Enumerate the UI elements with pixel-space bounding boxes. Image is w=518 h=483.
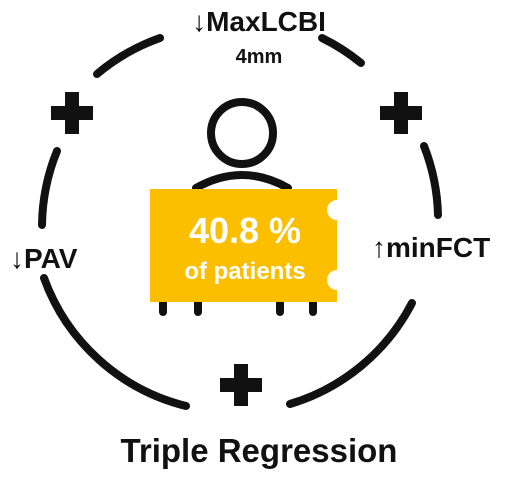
ring-arc-left bbox=[38, 147, 61, 229]
ring-arc-top bbox=[318, 34, 365, 67]
maxlcbi-sub-label: 4mm bbox=[235, 46, 283, 68]
ring-arc-left bbox=[40, 274, 190, 410]
percentage-value: 40.8 % bbox=[188, 210, 302, 251]
percentage-caption: of patients bbox=[184, 258, 306, 285]
maxlcbi-label: ↓MaxLCBI bbox=[192, 6, 326, 37]
plus-icon bbox=[380, 92, 422, 134]
diagram-title: Triple Regression bbox=[120, 432, 398, 469]
pav-label: ↓PAV bbox=[10, 243, 78, 274]
plus-icon bbox=[51, 92, 93, 134]
ring-arc-right bbox=[286, 299, 416, 408]
highlight-box bbox=[150, 189, 337, 302]
ring-arc-top bbox=[93, 34, 164, 78]
plus-icon bbox=[220, 364, 262, 406]
minfct-label: ↑minFCT bbox=[372, 232, 491, 263]
ring-arc-right bbox=[420, 142, 442, 219]
